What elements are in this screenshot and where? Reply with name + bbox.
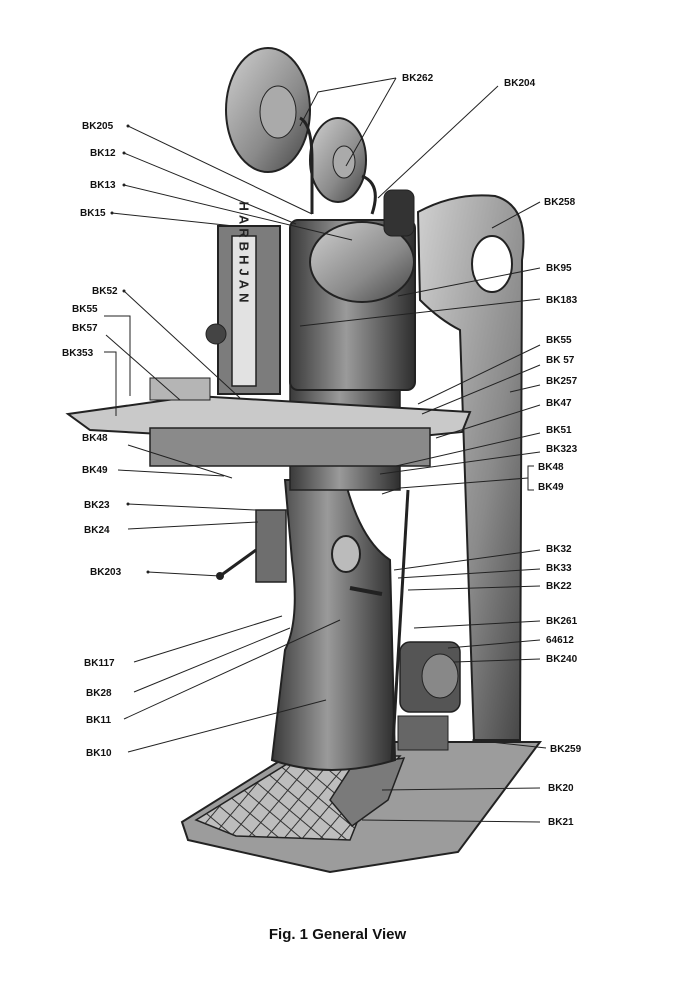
handle-bar bbox=[349, 586, 383, 596]
label-64612: 64612 bbox=[546, 635, 574, 646]
push-rod bbox=[390, 489, 410, 761]
guard-hole bbox=[471, 235, 513, 293]
label-bk49-left: BK49 bbox=[82, 465, 108, 476]
label-bk33: BK33 bbox=[546, 563, 572, 574]
label-bk55-left: BK55 bbox=[72, 304, 98, 315]
leader-lines bbox=[104, 77, 547, 823]
head-knob bbox=[205, 323, 227, 345]
label-bk12: BK12 bbox=[90, 148, 116, 159]
label-bk323: BK323 bbox=[546, 444, 578, 455]
motor-face bbox=[421, 653, 459, 699]
label-bk95: BK95 bbox=[546, 263, 572, 274]
label-bk20: BK20 bbox=[548, 783, 574, 794]
label-bk51: BK51 bbox=[546, 425, 572, 436]
label-bk117: BK117 bbox=[84, 658, 115, 669]
label-bk183: BK183 bbox=[546, 295, 578, 306]
control-lever bbox=[219, 548, 257, 578]
label-bk259: BK259 bbox=[550, 744, 582, 755]
spool-small-inner bbox=[332, 145, 356, 179]
label-bk261: BK261 bbox=[546, 616, 578, 627]
belt-guard bbox=[416, 194, 525, 741]
head-cylinder bbox=[309, 221, 415, 303]
part-labels: BK262 BK204 BK205 BK12 BK13 BK15 BK258 B… bbox=[62, 73, 582, 828]
label-bk57-left: BK57 bbox=[72, 323, 98, 334]
label-bk32: BK32 bbox=[546, 544, 572, 555]
label-bk15: BK15 bbox=[80, 208, 106, 219]
label-bk28: BK28 bbox=[86, 688, 112, 699]
figure-caption: Fig. 1 General View bbox=[268, 926, 407, 943]
spool-large-inner bbox=[259, 85, 297, 139]
machine-illustration: HARBHJAN bbox=[65, 47, 542, 874]
brand-letters: HARBHJAN bbox=[237, 202, 252, 307]
label-bk24: BK24 bbox=[84, 525, 110, 536]
label-bk48-right: BK48 bbox=[538, 462, 564, 473]
label-bk10: BK10 bbox=[86, 748, 112, 759]
label-bk262: BK262 bbox=[402, 73, 434, 84]
label-bk257: BK257 bbox=[546, 376, 578, 387]
label-bk13: BK13 bbox=[90, 180, 116, 191]
treadle-pedal bbox=[329, 757, 406, 828]
label-bk48-left: BK48 bbox=[82, 433, 108, 444]
label-bk353: BK353 bbox=[62, 348, 94, 359]
label-bk258: BK258 bbox=[544, 197, 576, 208]
label-bk204: BK204 bbox=[504, 78, 536, 89]
label-bk49-right: BK49 bbox=[538, 482, 564, 493]
label-bk57-right: BK 57 bbox=[546, 355, 575, 366]
label-bk240: BK240 bbox=[546, 654, 578, 665]
label-bk11: BK11 bbox=[86, 715, 111, 726]
main-column bbox=[270, 479, 397, 771]
rear-pulley bbox=[383, 189, 415, 237]
nameplate bbox=[231, 235, 257, 387]
label-bk22: BK22 bbox=[546, 581, 572, 592]
table-under bbox=[149, 427, 431, 467]
label-bk47: BK47 bbox=[546, 398, 572, 409]
label-bk23: BK23 bbox=[84, 500, 110, 511]
column-port bbox=[331, 535, 361, 573]
control-box bbox=[255, 509, 287, 583]
label-bk205: BK205 bbox=[82, 121, 114, 132]
spool-arm bbox=[299, 116, 314, 214]
label-bk55-right: BK55 bbox=[546, 335, 572, 346]
spool-arm-2 bbox=[361, 174, 377, 215]
label-bk21: BK21 bbox=[548, 817, 574, 828]
label-bk203: BK203 bbox=[90, 567, 122, 578]
motor-box bbox=[397, 715, 449, 751]
label-bk52: BK52 bbox=[92, 286, 118, 297]
